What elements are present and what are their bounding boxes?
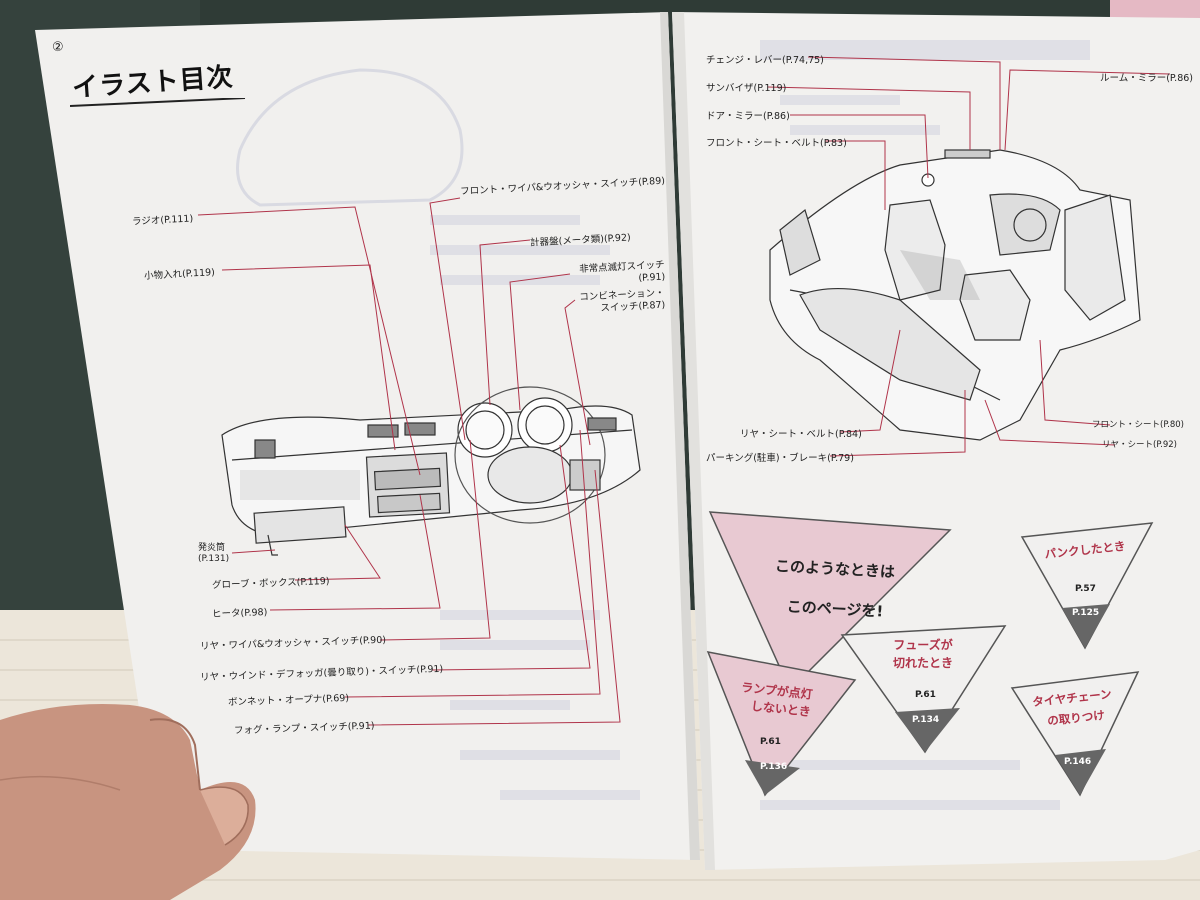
label-room-mirror: ルーム・ミラー(P.86) <box>1100 73 1193 84</box>
triangle-fuse-ref1: P.61 <box>915 690 936 700</box>
title-underline <box>70 98 246 107</box>
page-number: ② <box>52 40 64 55</box>
label-sun-visor: サンバイザ(P.119) <box>706 83 787 94</box>
label-change-lever: チェンジ・レバー(P.74,75) <box>706 55 824 66</box>
triangle-lamp-ref1: P.61 <box>760 737 781 747</box>
label-rear-seat-belt: リヤ・シート・ベルト(P.84) <box>740 429 862 440</box>
triangle-fuse-ref2: P.134 <box>912 715 940 725</box>
triangle-flat-ref1: P.57 <box>1075 584 1096 594</box>
triangle-fuse-line1: フューズが <box>893 638 953 652</box>
label-flare: 発炎筒(P.131) <box>198 543 230 564</box>
label-parking-brake: パーキング(駐車)・ブレーキ(P.79) <box>706 453 854 464</box>
label-front-seat: フロント・シート(P.80) <box>1092 420 1184 430</box>
label-front-seat-belt: フロント・シート・ベルト(P.83) <box>706 138 847 149</box>
label-rear-seat: リヤ・シート(P.92) <box>1102 440 1177 450</box>
triangle-fuse-line2: 切れたとき <box>892 656 953 670</box>
label-door-mirror: ドア・ミラー(P.86) <box>706 111 790 122</box>
triangle-lamp-ref2: P.136 <box>760 762 788 772</box>
triangle-chain-ref2: P.146 <box>1064 757 1092 767</box>
triangle-flat-ref2: P.125 <box>1072 608 1100 618</box>
